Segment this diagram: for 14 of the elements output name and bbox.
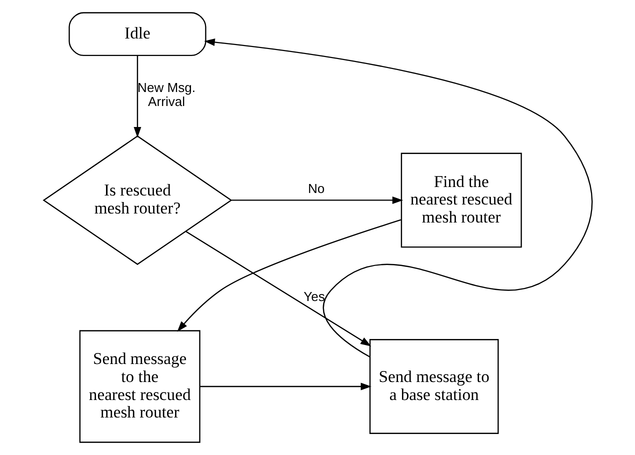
arrow [200,382,371,390]
node-diamond: Is rescued mesh router? [42,135,232,265]
node-box: Idle [68,12,206,56]
node-box: Send message to the nearest rescued mesh router [78,330,200,443]
arrow [231,196,403,204]
arrow [176,219,401,332]
edge-label: No [307,180,324,196]
arrow [133,56,141,138]
edge-label: New Msg. Arrival [137,80,196,110]
node-box: Find the nearest rescued mesh router [400,152,522,248]
arrow [204,38,592,358]
node-box: Send message to a base station [368,339,498,434]
arrow [184,230,371,346]
edge-label: Yes [303,288,324,304]
